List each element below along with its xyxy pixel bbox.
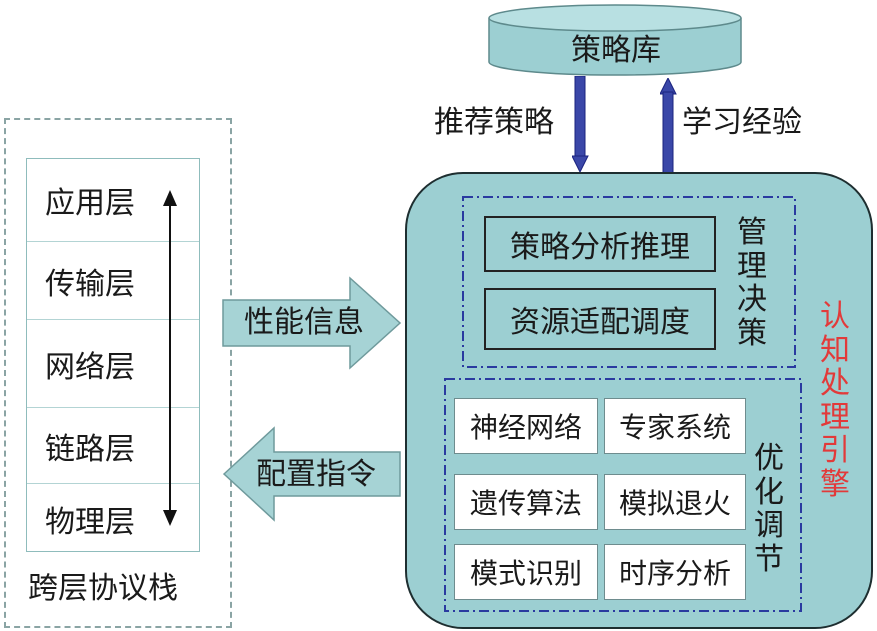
layer-physical: 物理层 <box>27 483 199 553</box>
genetic-algorithm-cell: 遗传算法 <box>454 474 598 530</box>
bidirectional-arrow-icon <box>163 190 177 526</box>
layer-application: 应用层 <box>45 186 135 221</box>
config-command-label: 配置指令 <box>256 457 376 492</box>
simulated-annealing-cell: 模拟退火 <box>604 474 746 530</box>
optimization-group-title: 优化调节 <box>754 441 784 577</box>
protocol-stack-frame <box>4 118 232 628</box>
pattern-recognition-cell: 模式识别 <box>454 544 598 600</box>
resource-scheduling-box: 资源适配调度 <box>484 288 716 350</box>
recommend-arrow-icon <box>572 76 589 174</box>
recommend-strategy-label: 推荐策略 <box>434 105 554 140</box>
expert-system-cell: 专家系统 <box>604 398 746 454</box>
strategy-database-icon <box>488 4 742 76</box>
layer-transport: 传输层 <box>27 241 199 319</box>
layer-network: 网络层 <box>27 319 199 407</box>
management-group-title: 管理决策 <box>737 215 767 351</box>
protocol-stack-title: 跨层协议栈 <box>28 571 178 606</box>
config-command-arrow <box>222 426 401 522</box>
management-group-frame <box>462 196 796 368</box>
learn-arrow-icon <box>660 78 677 174</box>
cognitive-engine-title: 认知处理引擎 <box>820 299 850 502</box>
optimization-group-frame <box>444 378 802 612</box>
time-series-cell: 时序分析 <box>604 544 746 600</box>
neural-network-cell: 神经网络 <box>454 398 598 454</box>
performance-info-label: 性能信息 <box>244 305 364 340</box>
learn-experience-label: 学习经验 <box>682 105 802 140</box>
strategy-analysis-box: 策略分析推理 <box>484 216 716 272</box>
layer-link: 链路层 <box>27 407 199 483</box>
performance-info-arrow <box>222 276 402 370</box>
strategy-database-label: 策略库 <box>571 33 661 68</box>
